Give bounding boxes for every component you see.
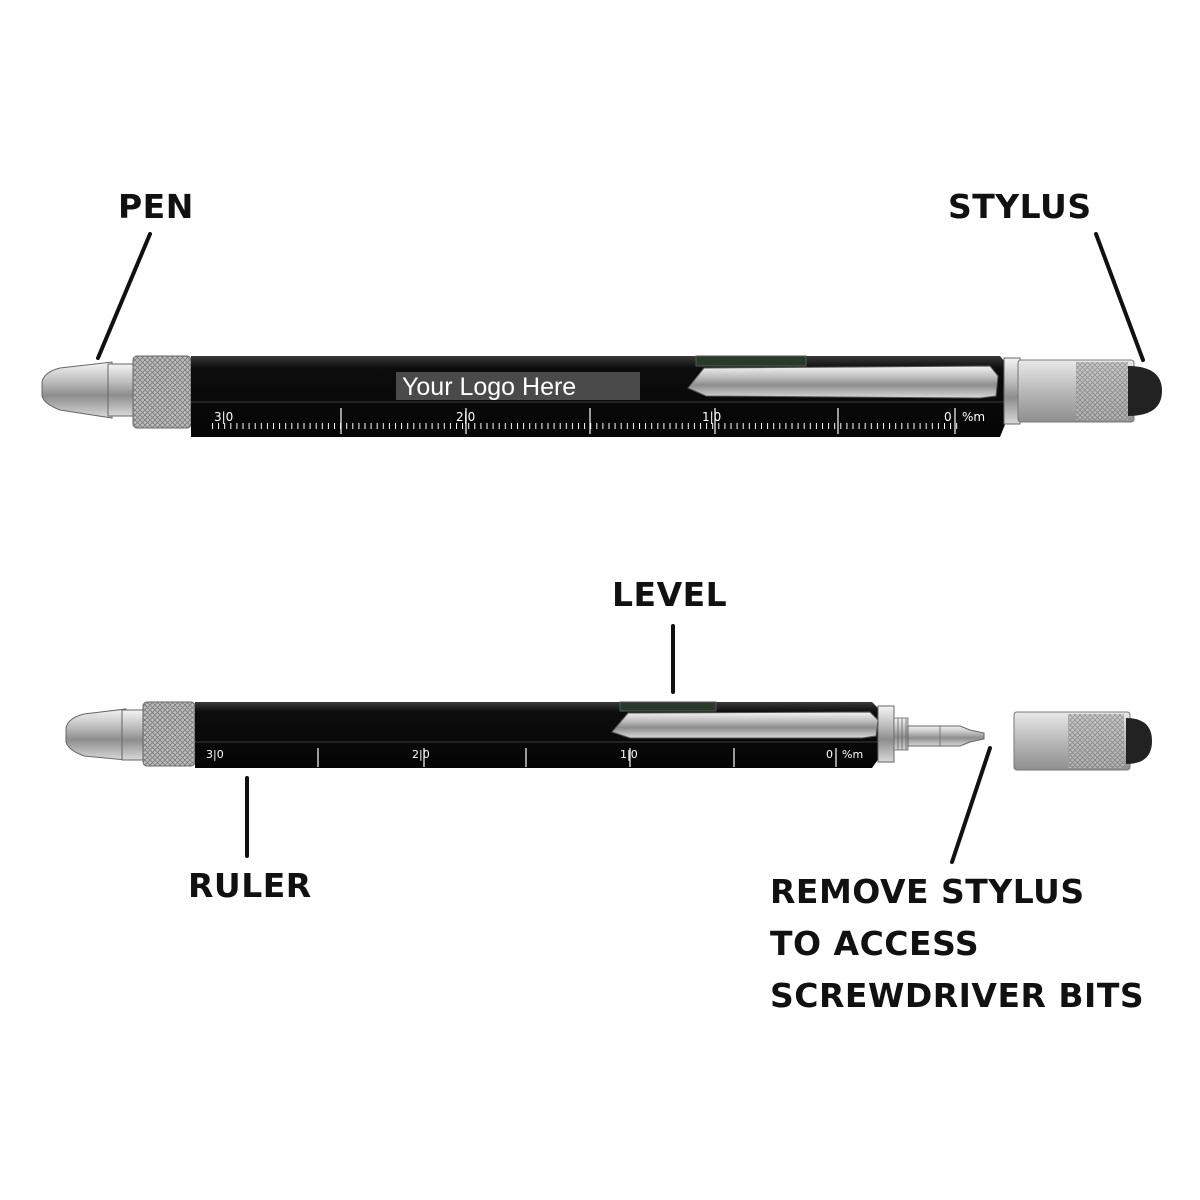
- stylus-callout: STYLUS: [948, 187, 1092, 226]
- remove-stylus-line-3: SCREWDRIVER BITS: [770, 976, 1145, 1016]
- ruler-label-20: 2|0: [412, 748, 430, 761]
- tip-collar: [121, 709, 145, 761]
- bottom-pen: 3|0 2|0 1|0 0 %m: [65, 701, 1152, 771]
- ruler-label-10: 1|0: [702, 410, 721, 424]
- knurled-grip: [142, 701, 196, 767]
- top-pen: Your Logo Here 3|0 2|0 1|0 0 %m: [41, 355, 1162, 437]
- detached-stylus: [1013, 711, 1152, 771]
- ruler-label-20: 2|0: [456, 410, 475, 424]
- remove-stylus-line-1: REMOVE STYLUS: [770, 872, 1085, 911]
- remove-stylus-leader: [950, 746, 992, 864]
- logo-text: Your Logo Here: [402, 373, 576, 401]
- ruler-label-10: 1|0: [620, 748, 638, 761]
- ruler-scale: [212, 423, 962, 434]
- ruler-label-30: 3|0: [214, 410, 233, 424]
- pen-tip: [65, 708, 127, 761]
- stylus-tip: [1128, 366, 1162, 416]
- ruler-callout: RULER: [188, 866, 312, 905]
- pocket-clip: [611, 711, 879, 739]
- ruler-scale: [206, 758, 842, 767]
- remove-stylus-callout: REMOVE STYLUS TO ACCESS SCREWDRIVER BITS: [770, 866, 1144, 1022]
- ruler-label-unit: %m: [842, 748, 863, 761]
- screwdriver-bit: [907, 725, 985, 747]
- logo-box: [396, 372, 640, 400]
- level-window: [619, 701, 717, 712]
- stylus-tip: [1126, 718, 1152, 764]
- ruler-major-ticks: [317, 748, 837, 767]
- stylus-knurl: [1068, 714, 1124, 768]
- stylus-knurl: [1076, 362, 1128, 420]
- ruler-label-0: 0: [944, 410, 952, 424]
- pen-leader: [96, 232, 152, 360]
- stylus-leader: [1094, 232, 1145, 362]
- knurled-grip: [132, 355, 192, 429]
- leader-lines: [96, 232, 1145, 864]
- remove-stylus-line-2: TO ACCESS: [770, 924, 980, 964]
- ruler-label-unit: %m: [962, 410, 985, 424]
- ruler-label-30: 3|0: [206, 748, 224, 761]
- level-callout: LEVEL: [612, 575, 728, 614]
- thread: [893, 717, 909, 751]
- level-window: [695, 355, 807, 367]
- ruler-label-0: 0: [826, 748, 833, 761]
- tip-collar: [107, 363, 135, 417]
- end-collar: [877, 705, 895, 763]
- pocket-clip: [687, 365, 999, 399]
- ruler-major-ticks: [340, 408, 956, 434]
- pen-callout: PEN: [118, 187, 194, 226]
- pen-tip: [41, 361, 113, 419]
